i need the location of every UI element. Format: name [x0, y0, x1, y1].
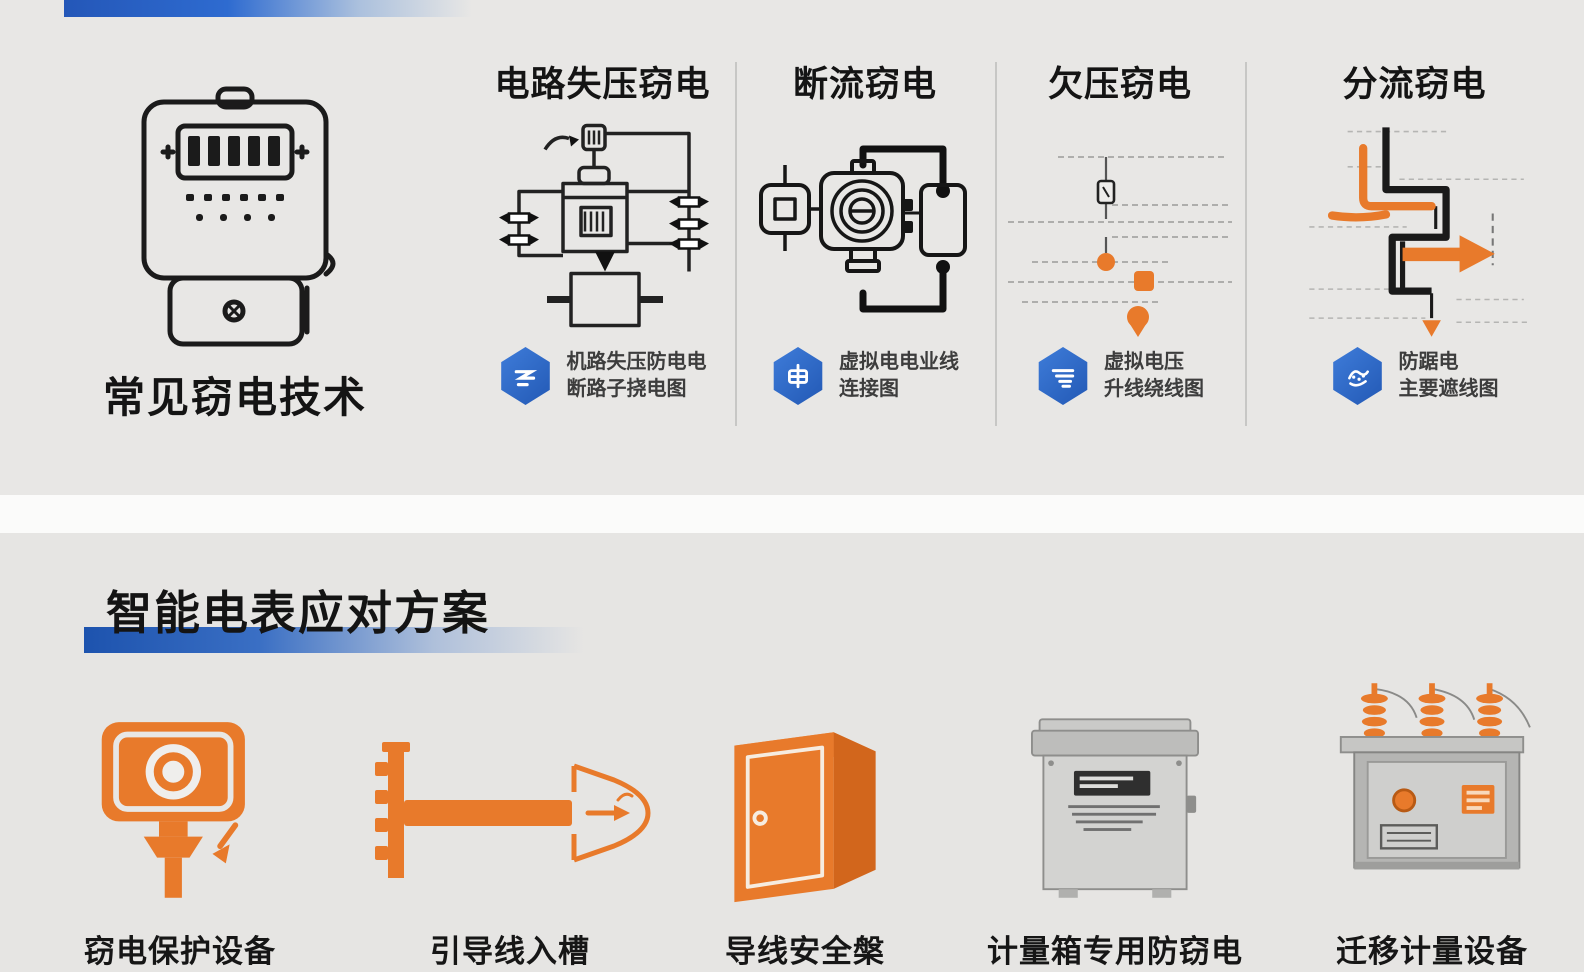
solution-label: 窃电保护设备: [84, 934, 276, 969]
metering-box-illustration: [1031, 718, 1199, 898]
camera-device-illustration: [101, 722, 245, 898]
electric-meter-illustration: [141, 86, 336, 347]
hexagon-badge: [1038, 347, 1088, 405]
section-title-block: 智能电表应对方案: [84, 577, 626, 653]
top-gradient-bar: [64, 0, 472, 17]
caption-line-1: 虚拟电电业线: [839, 351, 959, 373]
guide-rail-illustration: [375, 742, 651, 878]
solution-item-metering-box: 计量箱专用防窃电: [950, 671, 1280, 971]
caption-row: 防踞电 主要遮线图: [1331, 347, 1499, 405]
caption-line-2: 连接图: [839, 378, 899, 400]
caption-line-2: 主要遮线图: [1398, 378, 1499, 400]
solutions-row: 窃电保护设备: [0, 671, 1584, 971]
column-divider: [735, 62, 737, 426]
column-undervoltage: 欠压窃电: [995, 0, 1245, 495]
caption-line-2: 断路子挠电图: [566, 378, 687, 400]
hexagon-badge: [501, 347, 550, 405]
caption-text: 机路失压防电电 断路子挠电图: [567, 349, 707, 403]
current-cut-circuit-diagram: [759, 145, 967, 313]
caption-line-1: 虚拟电压: [1104, 351, 1184, 373]
orange-cabinet-illustration: [734, 732, 876, 903]
solution-item-safety-cabinet: 导线安全槃: [660, 671, 950, 971]
column-divider: [995, 62, 997, 426]
caption-line-2: 升线绕线图: [1104, 378, 1204, 400]
transformer-illustration: [1339, 683, 1531, 870]
section-title: 智能电表应对方案: [106, 587, 490, 639]
caption-row: 虚拟电电业线 连接图: [771, 347, 959, 405]
caption-text: 虚拟电电业线 连接图: [839, 349, 959, 403]
title-underline-bar: [84, 627, 584, 653]
solution-item-transformer: 迁移计量设备: [1280, 671, 1584, 971]
caption-text: 防踞电 主要遮线图: [1399, 349, 1499, 403]
flying-doc-icon: [514, 370, 537, 387]
column-title: 断流窃电: [792, 65, 937, 104]
caption-text: 虚拟电压 升线绕线图: [1104, 349, 1204, 403]
caption-line-1: 防踞电: [1398, 351, 1459, 373]
caption-row: 虚拟电压 升线绕线图: [1036, 347, 1204, 405]
column-shunt: 分流窃电: [1245, 0, 1584, 495]
caption-row: 机路失压防电电 断路子挠电图: [499, 347, 707, 405]
column-voltage-loss: 电路失压窃电: [470, 0, 735, 495]
column-divider: [1245, 62, 1247, 426]
solution-label: 导线安全槃: [725, 934, 885, 969]
solution-label: 引导线入槽: [430, 934, 590, 969]
solution-item-protection-device: 窃电保护设备: [0, 671, 360, 971]
hexagon-badge: [773, 347, 823, 405]
meter-block: 常见窃电技术: [0, 0, 470, 495]
scribble-dots-icon: [1347, 370, 1369, 387]
voltage-loss-circuit-diagram: [498, 123, 709, 328]
undervoltage-schematic-diagram: [1008, 156, 1232, 337]
meter-caption: 常见窃电技术: [102, 374, 367, 421]
column-title: 电路失压窃电: [494, 65, 711, 104]
shunt-path-diagram: [1308, 127, 1529, 337]
solution-label: 计量箱专用防窃电: [987, 934, 1243, 969]
common-theft-section: 常见窃电技术 电路失压窃电: [0, 0, 1584, 495]
solution-item-guide-rail: 引导线入槽: [360, 671, 660, 971]
meter-plug-icon: [787, 363, 809, 389]
solution-label: 迁移计量设备: [1336, 934, 1528, 969]
section-separator: [0, 495, 1584, 533]
column-current-cut: 断流窃电: [735, 0, 995, 495]
stacked-lines-icon: [1051, 369, 1075, 388]
column-title: 欠压窃电: [1047, 65, 1192, 104]
caption-line-1: 机路失压防电电: [566, 351, 707, 373]
column-title: 分流窃电: [1342, 65, 1487, 104]
smart-meter-section: 智能电表应对方案 窃电保护设备: [0, 533, 1584, 972]
hexagon-badge: [1333, 347, 1382, 405]
